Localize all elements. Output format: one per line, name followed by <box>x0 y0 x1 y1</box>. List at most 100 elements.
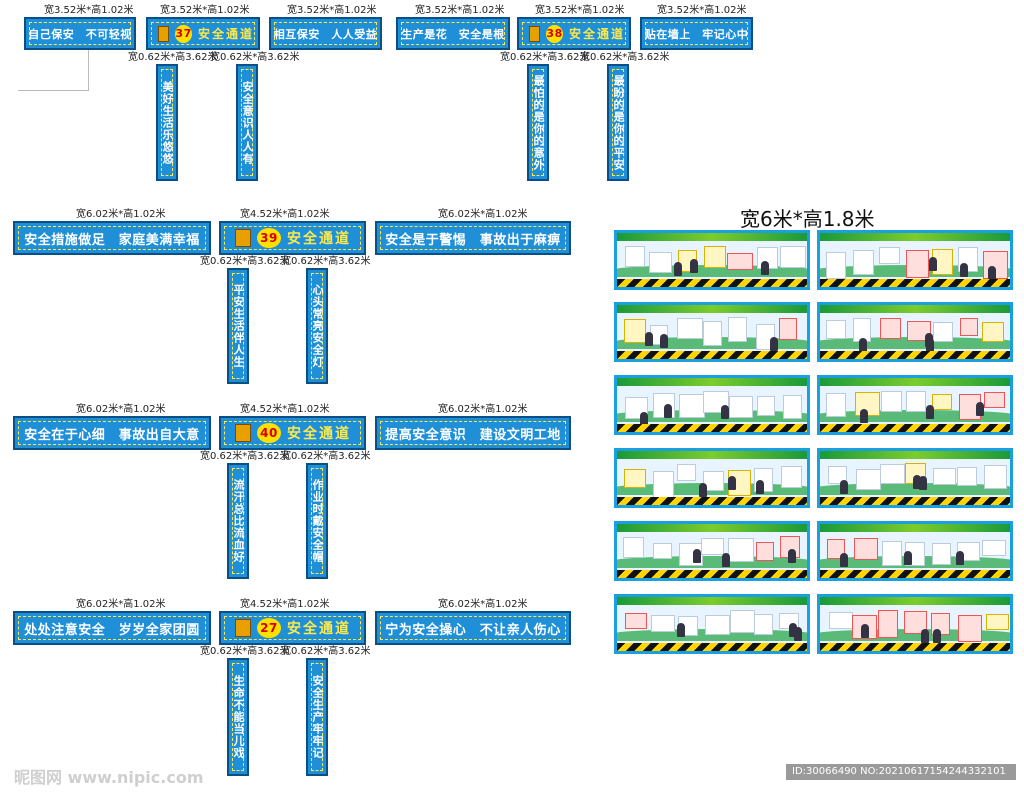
vertical-slogan-sign: 安全生产牢牢记 <box>306 658 328 776</box>
board-topband <box>617 378 807 386</box>
board-panel <box>956 466 978 486</box>
dimension-label: 宽0.62米*高3.62米 <box>500 52 590 63</box>
dimension-label: 宽4.52米*高1.02米 <box>240 404 330 415</box>
slogan-sign: 安全在于心细 事故出自大意 <box>13 416 211 450</box>
channel-text: 安全通道 <box>287 621 351 637</box>
slogan-sign: 自己保安 不可轻视 <box>24 17 136 50</box>
board-panel <box>728 396 753 419</box>
board-panel <box>828 612 854 630</box>
hazard-stripe <box>617 279 807 287</box>
worker-figure-icon <box>645 331 654 346</box>
dimension-label: 宽4.52米*高1.02米 <box>240 209 330 220</box>
board-panel <box>826 319 847 340</box>
door-icon <box>158 25 170 42</box>
board-panel <box>933 467 956 485</box>
vertical-slogan-sign: 安全意识人人有 <box>236 64 258 181</box>
hazard-stripe <box>820 643 1010 651</box>
board-panel <box>931 394 953 411</box>
board-topband <box>820 305 1010 313</box>
image-id-bar: ID:30066490 NO:20210617154244332101 <box>786 764 1016 780</box>
board-panel <box>853 538 879 560</box>
board-panel <box>623 536 644 558</box>
board-panel <box>982 539 1007 557</box>
worker-figure-icon <box>699 483 708 498</box>
worker-figure-icon <box>660 333 669 348</box>
worker-figure-icon <box>959 263 968 278</box>
display-board <box>817 230 1013 290</box>
vertical-slogan-sign: 平安生活伴人生 <box>227 268 249 384</box>
board-panel <box>932 322 953 343</box>
worker-figure-icon <box>928 257 937 272</box>
slogan-sign: 处处注意安全 岁岁全家团圆 <box>13 611 211 645</box>
worker-figure-icon <box>860 409 869 424</box>
hazard-stripe <box>820 279 1010 287</box>
dimension-label: 宽6.02米*高1.02米 <box>76 599 166 610</box>
display-board <box>817 521 1013 581</box>
vertical-slogan-sign: 作业时戴安全帽 <box>306 463 328 579</box>
display-board <box>817 302 1013 362</box>
board-panel <box>703 246 727 269</box>
board-panel <box>730 610 755 634</box>
worker-figure-icon <box>918 475 927 490</box>
board-topband <box>820 597 1010 605</box>
dimension-label: 宽0.62米*高3.62米 <box>210 52 300 63</box>
dimension-label: 宽6.02米*高1.02米 <box>438 404 528 415</box>
worker-figure-icon <box>769 337 778 352</box>
worker-figure-icon <box>840 479 849 494</box>
board-panel <box>959 317 979 336</box>
corner-frame <box>18 20 89 91</box>
display-board <box>614 448 810 508</box>
board-panel <box>781 465 803 489</box>
channel-text: 安全通道 <box>568 27 625 41</box>
board-panel <box>652 542 673 560</box>
board-panel <box>984 464 1007 489</box>
board-panel <box>703 470 724 491</box>
board-topband <box>820 524 1010 532</box>
board-panel <box>704 614 730 636</box>
board-panel <box>878 610 899 639</box>
worker-figure-icon <box>640 411 649 426</box>
vertical-slogan-sign: 生命不能当儿戏 <box>227 658 249 776</box>
board-panel <box>826 252 847 280</box>
board-panel <box>878 246 901 264</box>
board-panel <box>728 538 755 562</box>
worker-figure-icon <box>925 404 934 419</box>
board-panel <box>881 541 903 567</box>
worker-figure-icon <box>788 623 797 638</box>
vertical-slogan-sign: 心头常亮安全灯 <box>306 268 328 384</box>
channel-number: 37 <box>175 24 192 43</box>
board-panel <box>756 395 775 417</box>
board-topband <box>820 378 1010 386</box>
worker-figure-icon <box>860 624 869 639</box>
channel-sign: 39 安全通道 <box>219 221 366 255</box>
hazard-stripe <box>617 570 807 578</box>
board-panel <box>881 391 903 413</box>
board-panel <box>904 610 927 635</box>
hazard-stripe <box>617 643 807 651</box>
worker-figure-icon <box>727 476 736 491</box>
slogan-sign: 宁为安全操心 不让亲人伤心 <box>375 611 571 645</box>
board-panel <box>728 317 748 342</box>
dimension-label: 宽6.02米*高1.02米 <box>76 404 166 415</box>
worker-figure-icon <box>793 627 802 642</box>
worker-figure-icon <box>663 404 672 418</box>
boards-size-title: 宽6米*高1.8米 <box>740 207 875 231</box>
door-icon <box>235 229 251 247</box>
slogan-sign: 安全是于警惕 事故出于麻痹 <box>375 221 571 255</box>
board-topband <box>617 305 807 313</box>
worker-figure-icon <box>693 548 702 563</box>
worker-figure-icon <box>689 258 698 273</box>
dimension-label: 宽3.52米*高1.02米 <box>535 5 625 16</box>
worker-figure-icon <box>859 337 868 352</box>
slogan-sign: 贴在墙上 牢记心中 <box>640 17 753 50</box>
board-panel <box>624 318 646 343</box>
worker-figure-icon <box>955 551 964 566</box>
channel-text: 安全通道 <box>287 426 351 442</box>
dimension-label: 宽3.52米*高1.02米 <box>44 5 134 16</box>
hazard-stripe <box>617 424 807 432</box>
board-topband <box>820 451 1010 459</box>
worker-figure-icon <box>722 553 731 568</box>
vertical-slogan-sign: 美好生活乐悠悠 <box>156 64 178 181</box>
dimension-label: 宽0.62米*高3.62米 <box>281 451 371 462</box>
board-panel <box>826 393 846 417</box>
